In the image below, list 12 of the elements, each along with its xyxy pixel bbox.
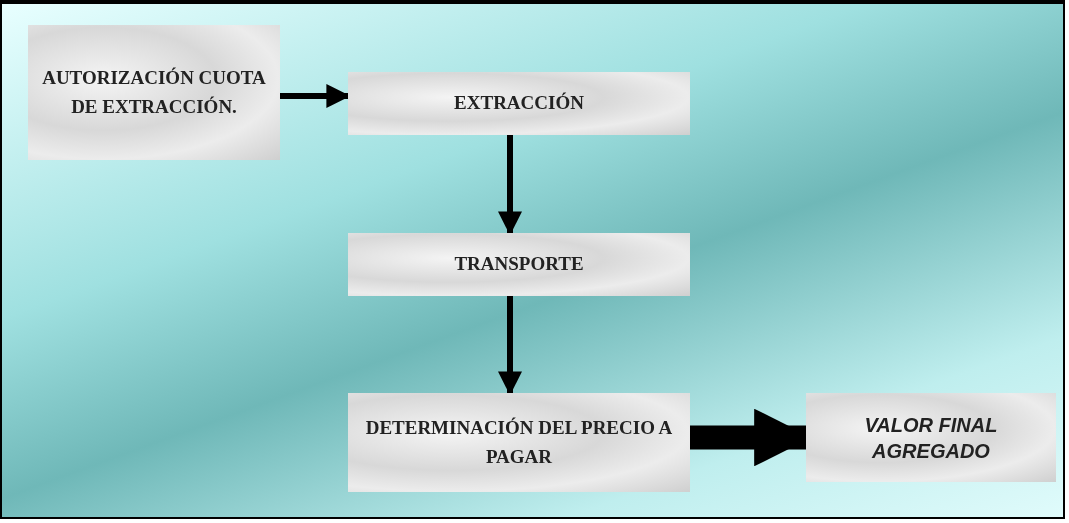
- box-label: EXTRACCIÓN: [454, 91, 584, 116]
- process-box: [28, 25, 280, 160]
- box-label: DETERMINACIÓN DEL PRECIO A PAGAR: [364, 416, 674, 469]
- process-box: [348, 72, 690, 135]
- box-label: VALOR FINAL AGREGADO: [863, 412, 999, 464]
- process-box: [348, 233, 690, 296]
- box-label: AUTORIZACIÓN CUOTA DE EXTRACCIÓN.: [41, 66, 267, 119]
- arrow: [498, 135, 522, 236]
- arrow: [498, 296, 522, 396]
- box-label: TRANSPORTE: [454, 252, 584, 277]
- process-box: [806, 393, 1056, 482]
- process-box: [348, 393, 690, 492]
